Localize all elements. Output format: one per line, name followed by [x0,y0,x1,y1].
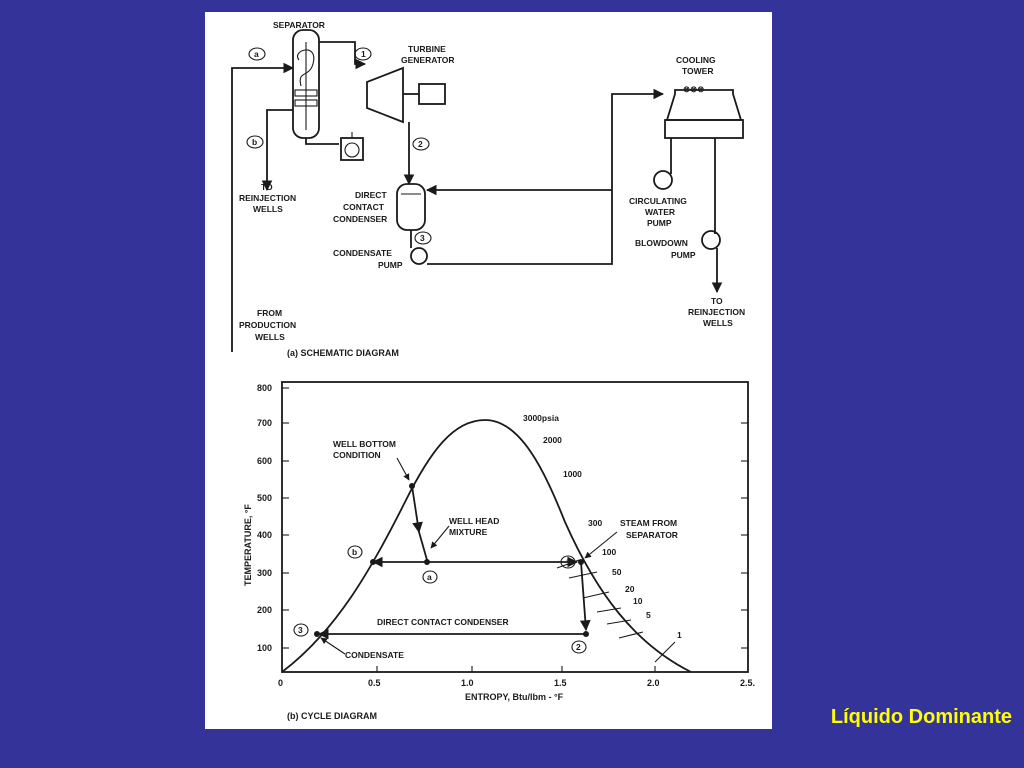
plot-frame [281,381,749,673]
label-well-bottom-condition: CONDITION [333,450,381,460]
schematic-diagram: ⊗⊗⊗ a b 1 2 3 SEPARATOR T [231,20,745,358]
x-tick-2-0: 2.0 [647,678,660,688]
pressure-1: 1 [677,630,682,640]
diagram-svg: ⊗⊗⊗ a b 1 2 3 SEPARATOR T [231,20,755,721]
svg-text:2: 2 [576,642,581,652]
cooling-tower [665,89,743,121]
y-tick-400: 400 [257,530,272,540]
marker-a: a [248,47,266,61]
label-turbine: TURBINE [408,44,446,54]
label-wells-left: WELLS [253,204,283,214]
pressure-2000: 2000 [543,435,562,445]
label-condenser-direct: DIRECT [355,190,387,200]
x-tick-1-5: 1.5 [554,678,567,688]
label-reinjection-left: REINJECTION [239,193,296,203]
label-from: FROM [257,308,282,318]
label-condensate: CONDENSATE [345,650,404,660]
svg-text:a: a [254,49,259,59]
marker-3: 3 [414,231,432,245]
y-tick-500: 500 [257,493,272,503]
y-tick-200: 200 [257,605,272,615]
pressure-1000: 1000 [563,469,582,479]
generator [418,83,446,105]
x-tick-1-0: 1.0 [461,678,474,688]
x-axis-label: ENTROPY, Btu/lbm - °F [465,692,564,702]
label-wells-right: WELLS [703,318,733,328]
y-tick-800: 800 [257,383,272,393]
label-condenser-contact: CONTACT [343,202,385,212]
cycle-diagram: 800 700 600 500 400 300 200 100 0 0.5 1.… [243,381,755,721]
pressure-100: 100 [602,547,616,557]
pressure-3000: 3000psia [523,413,559,423]
y-tick-100: 100 [257,643,272,653]
label-blowdown: BLOWDOWN [635,238,688,248]
schematic-caption: (a) SCHEMATIC DIAGRAM [287,348,399,358]
label-condenser: CONDENSER [333,214,387,224]
cycle-caption: (b) CYCLE DIAGRAM [287,711,377,721]
label-cooling: COOLING [676,55,716,65]
label-water: WATER [645,207,675,217]
marker-2: 2 [412,137,430,151]
label-separator: SEPARATOR [273,20,325,30]
label-reinjection-right: REINJECTION [688,307,745,317]
marker-b: b [246,135,264,149]
label-circ-pump: PUMP [647,218,672,228]
y-axis-label: TEMPERATURE, °F [243,504,253,586]
point-2: 2 [571,640,587,654]
label-circulating: CIRCULATING [629,196,687,206]
label-blowdown-pump: PUMP [671,250,696,260]
figure-panel: ⊗⊗⊗ a b 1 2 3 SEPARATOR T [205,12,772,729]
svg-text:b: b [352,547,357,557]
svg-text:1: 1 [361,49,366,59]
svg-text:2: 2 [418,139,423,149]
pressure-50: 50 [612,567,622,577]
y-tick-600: 600 [257,456,272,466]
svg-text:a: a [427,572,432,582]
svg-text:b: b [252,137,257,147]
label-production-wells: WELLS [255,332,285,342]
svg-text:⊗⊗⊗: ⊗⊗⊗ [683,84,704,94]
saturation-dome [281,419,692,673]
x-tick-2-5: 2.5. [740,678,755,688]
label-condensate-pump-2: PUMP [378,260,403,270]
condensate-pump [410,247,428,265]
x-tick-0: 0 [278,678,283,688]
circulating-pump [653,170,673,190]
label-steam-from: STEAM FROM [620,518,677,528]
label-condensate-pump: CONDENSATE [333,248,392,258]
turbine [366,66,404,124]
direct-contact-condenser [396,183,426,231]
marker-1: 1 [354,47,372,61]
point-1: 1 [560,555,576,569]
slide-caption: Líquido Dominante [830,706,1012,728]
pressure-300: 300 [588,518,602,528]
label-well-bottom: WELL BOTTOM [333,439,396,449]
label-tower: TOWER [682,66,713,76]
pressure-10: 10 [633,596,643,606]
pressure-20: 20 [625,584,635,594]
y-tick-700: 700 [257,418,272,428]
blowdown-pump [701,230,721,250]
point-a: a [422,570,438,584]
label-generator: GENERATOR [401,55,455,65]
label-well-head: WELL HEAD [449,516,499,526]
label-to-reinj-right: TO [711,296,723,306]
label-well-head-mixture: MIXTURE [449,527,488,537]
svg-text:3: 3 [420,233,425,243]
label-direct-contact-condenser: DIRECT CONTACT CONDENSER [377,617,509,627]
svg-text:1: 1 [566,557,571,567]
y-tick-300: 300 [257,568,272,578]
point-3: 3 [293,623,309,637]
pressure-5: 5 [646,610,651,620]
label-to-reinj-left: TO [261,182,273,192]
x-tick-0-5: 0.5 [368,678,381,688]
point-b: b [347,545,363,559]
svg-text:3: 3 [298,625,303,635]
label-production: PRODUCTION [239,320,296,330]
label-steam-separator: SEPARATOR [626,530,678,540]
